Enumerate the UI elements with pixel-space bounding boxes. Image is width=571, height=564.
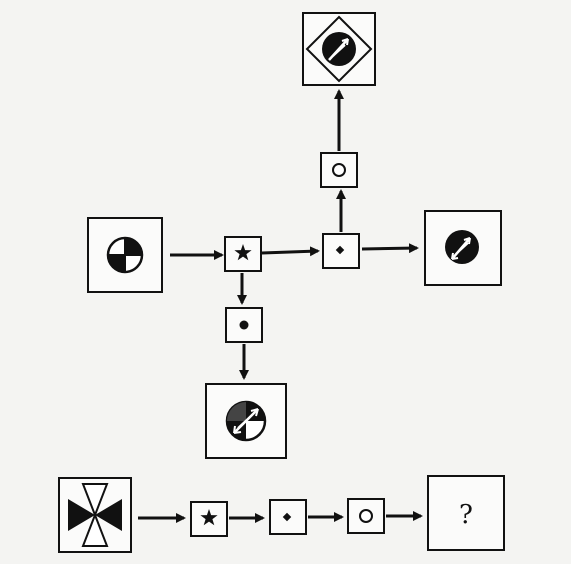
- quartered-disc-icon: [106, 236, 144, 274]
- op-box-small-dot-top: [322, 233, 360, 269]
- input-box-bottom: [58, 477, 132, 553]
- disc-arrows-icon: [445, 230, 479, 264]
- star-icon: [200, 509, 218, 526]
- op-box-large-dot: [225, 307, 263, 343]
- output-box-right: [424, 210, 502, 286]
- op-box-small-dot-bottom: [269, 499, 307, 535]
- input-box-top: [87, 217, 163, 293]
- op-box-star-top: [224, 236, 262, 272]
- ring-icon: [332, 163, 346, 177]
- star-icon: [234, 244, 252, 261]
- small-dot-icon: [282, 512, 292, 522]
- quartered-disc-arrows-icon: [225, 400, 267, 442]
- output-box-down: [205, 383, 287, 459]
- arrow-star-to-dot: [261, 246, 320, 257]
- bowtie-hourglass-icon: [68, 483, 122, 547]
- op-box-star-bottom: [190, 501, 228, 537]
- small-dot-icon: [335, 245, 345, 255]
- question-mark: ?: [459, 500, 473, 530]
- diamond-disc-arrows-icon: [305, 15, 373, 83]
- ring-icon: [359, 509, 373, 523]
- op-box-ring-top: [320, 152, 358, 188]
- output-box-up: [302, 12, 376, 86]
- arrow-dot-to-right-output: [361, 243, 419, 254]
- large-dot-icon: [239, 320, 249, 330]
- op-box-ring-bottom: [347, 498, 385, 534]
- answer-box: ?: [427, 475, 505, 551]
